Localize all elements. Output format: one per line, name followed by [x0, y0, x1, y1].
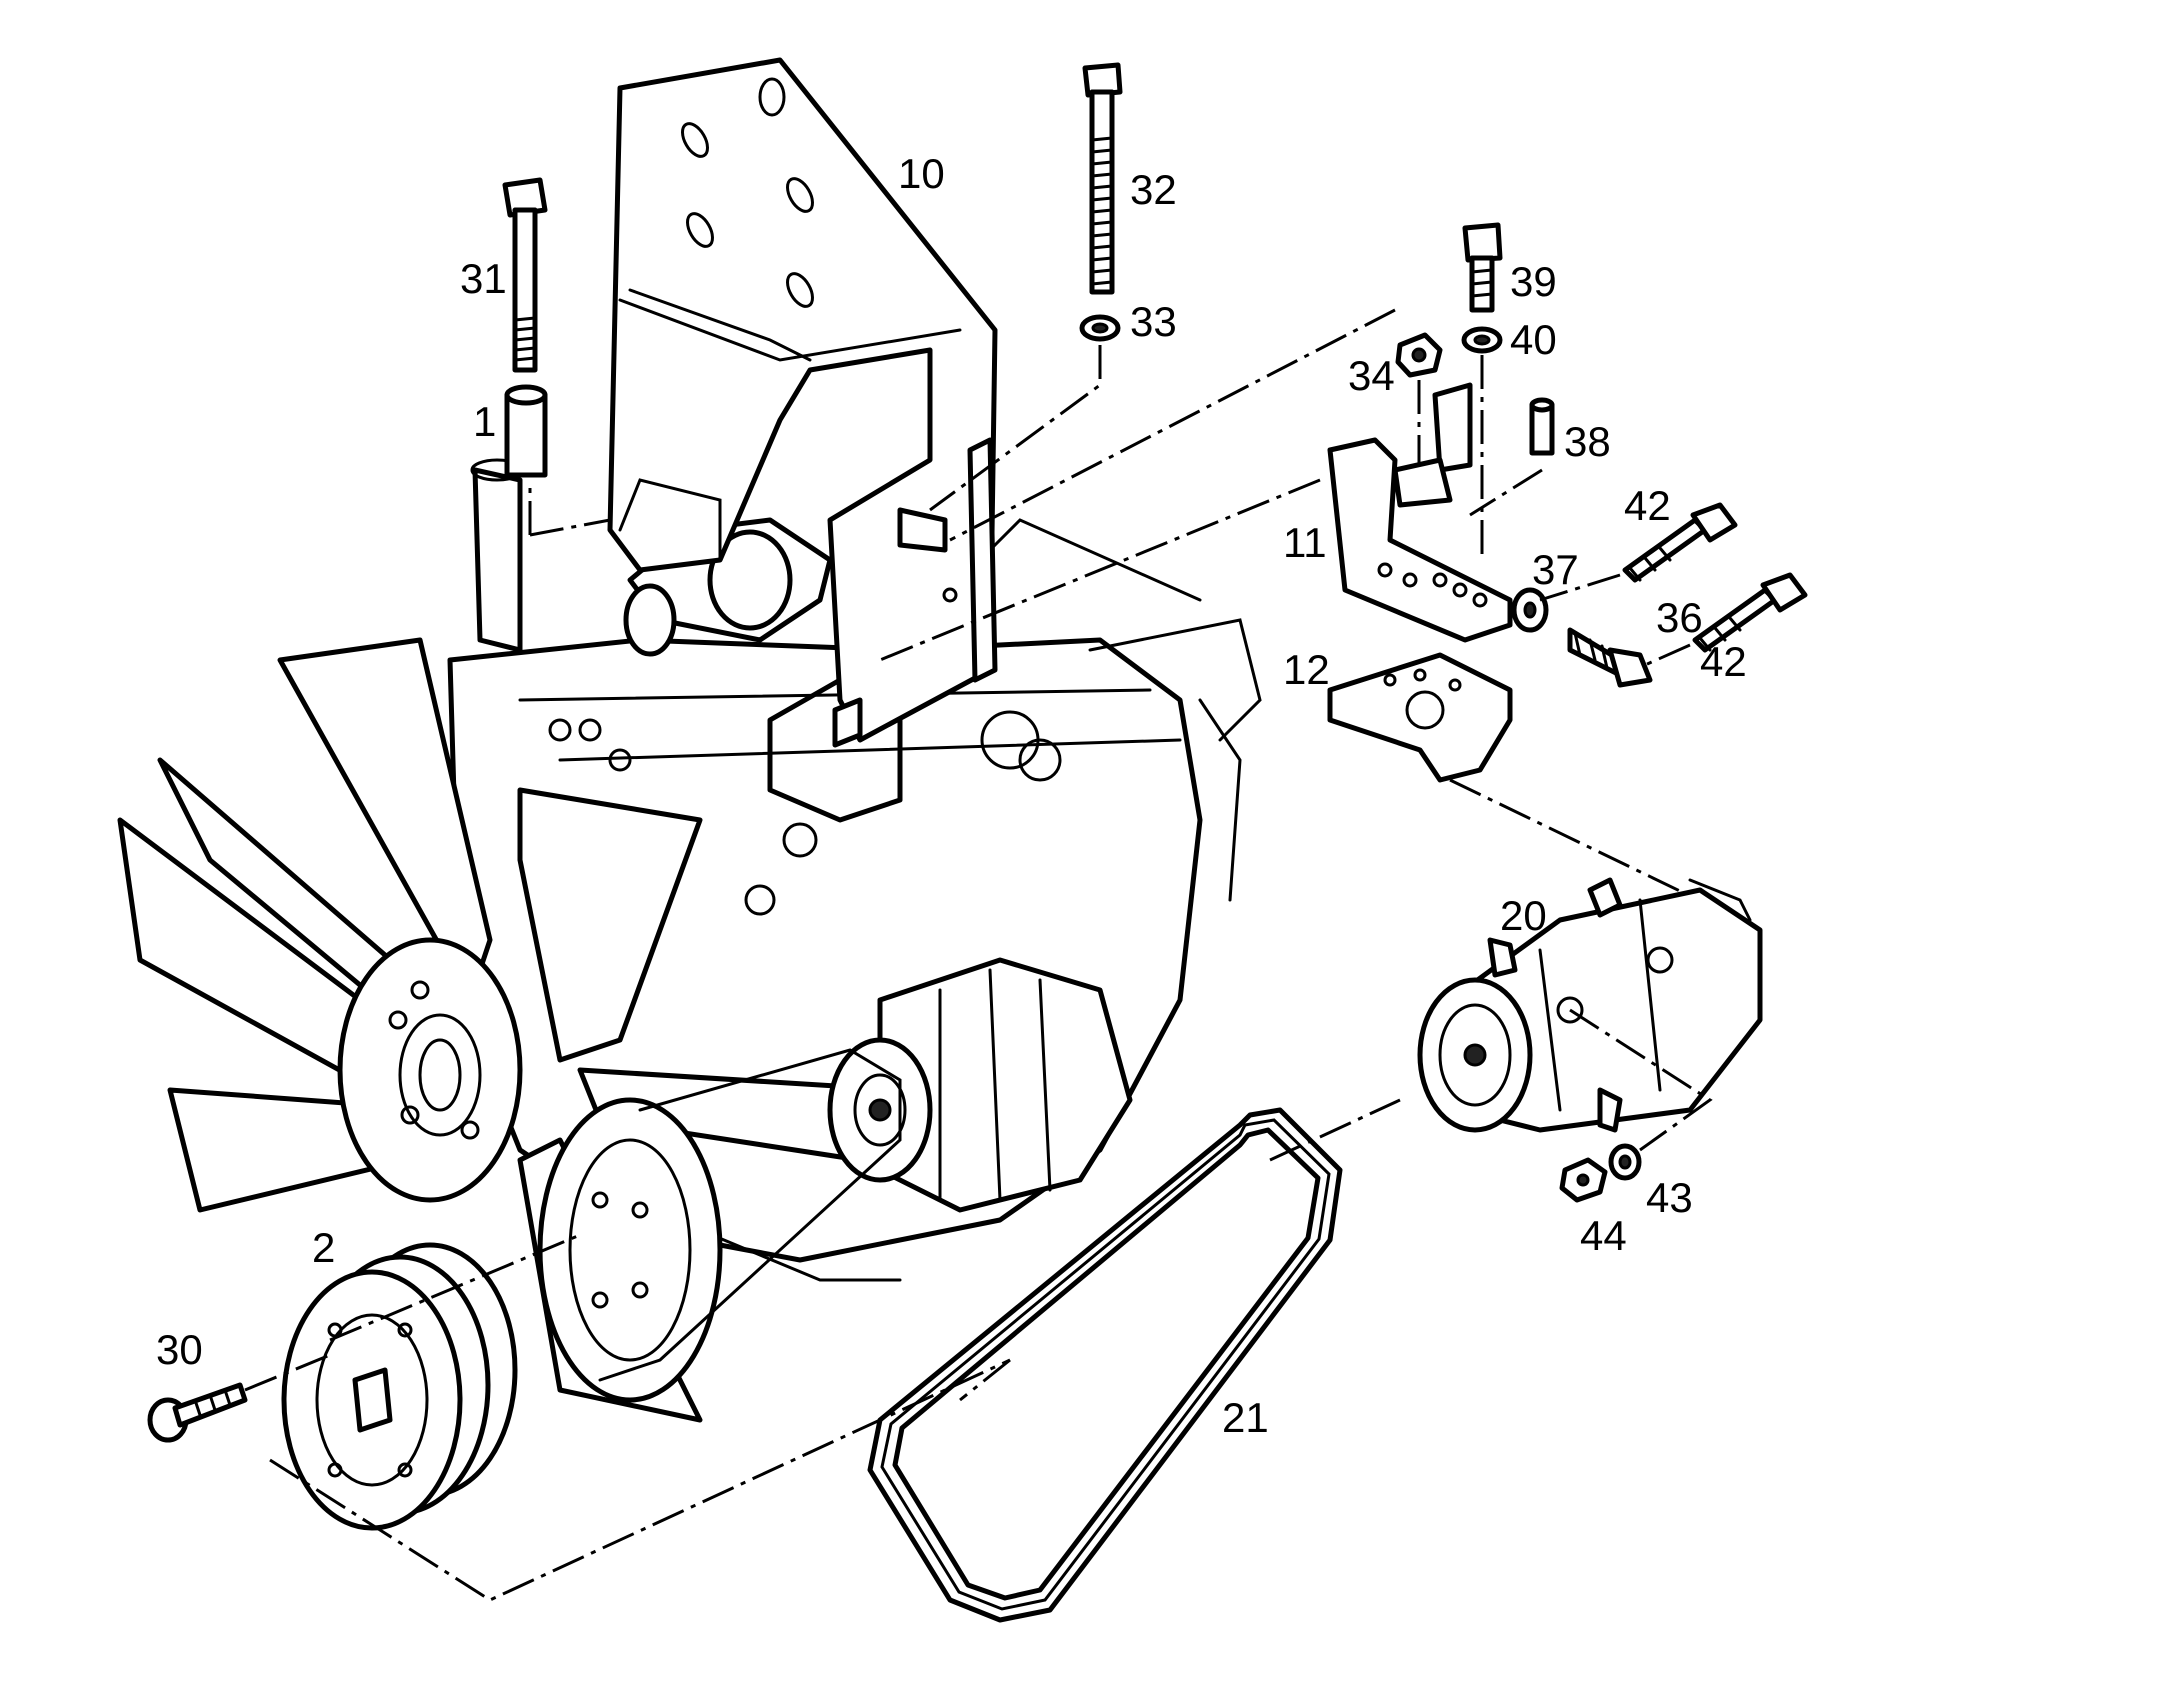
label-part-42-lower: 42 [1700, 638, 1747, 685]
spacer-1 [504, 384, 548, 478]
label-part-11: 11 [1283, 519, 1327, 566]
label-part-1: 1 [473, 398, 496, 445]
bracket-10 [607, 57, 998, 748]
bolt-42-upper [1622, 502, 1738, 583]
label-part-40: 40 [1510, 316, 1557, 363]
washer-33 [1079, 314, 1121, 342]
label-part-42-upper: 42 [1624, 482, 1671, 529]
label-part-20: 20 [1500, 892, 1547, 939]
label-part-44: 44 [1580, 1212, 1627, 1259]
label-part-36: 36 [1656, 594, 1703, 641]
label-part-34: 34 [1348, 352, 1395, 399]
leader-bolt-42-lower [1644, 643, 1691, 667]
label-part-12: 12 [1283, 646, 1330, 693]
bolt-42-lower [1692, 572, 1808, 653]
bolt-32 [1082, 62, 1123, 295]
leader-alignment-b [959, 1358, 1011, 1402]
label-part-21: 21 [1222, 1394, 1269, 1441]
leader-washer-33 [929, 345, 1102, 512]
leader-bracket-11 [879, 478, 1321, 662]
leader-bolt-42-upper [1539, 573, 1621, 602]
leader-pulley-2 [329, 1233, 581, 1342]
pin-38 [1529, 397, 1555, 456]
bolt-39 [1462, 222, 1503, 313]
leader-alignment [269, 1358, 1011, 1602]
label-part-31: 31 [460, 255, 507, 302]
cooling-fan [117, 637, 903, 1423]
leader-spacer-1 [528, 480, 611, 537]
label-part-32: 32 [1130, 166, 1177, 213]
leader-nut-34 [949, 308, 1396, 542]
bolt-31 [502, 177, 548, 373]
drive-belt-21 [867, 1107, 1343, 1623]
label-part-33: 33 [1130, 298, 1177, 345]
leader-bolt-30 [244, 1353, 331, 1392]
engine-belt [598, 1048, 902, 1382]
bracket-12 [1327, 652, 1513, 783]
nut-44 [1559, 1157, 1608, 1203]
coolant-housing [470, 458, 903, 823]
compressor-20 [1417, 877, 1763, 1133]
bolt-36 [1567, 627, 1653, 688]
bolt-30 [147, 1382, 248, 1443]
nut-34 [1395, 332, 1443, 378]
label-part-30: 30 [156, 1326, 203, 1373]
washer-37 [1511, 587, 1549, 633]
label-part-39: 39 [1510, 258, 1557, 305]
bracket-11 [1327, 382, 1513, 643]
crank-pulley-behind [537, 1097, 723, 1403]
label-part-43: 43 [1646, 1174, 1693, 1221]
alternator [827, 957, 1133, 1213]
label-part-37: 37 [1532, 546, 1579, 593]
washer-43 [1608, 1143, 1642, 1181]
part-labels: 1 2 10 11 12 20 21 30 31 32 33 34 36 37 … [156, 150, 1747, 1441]
label-part-10: 10 [898, 150, 945, 197]
washer-40 [1461, 326, 1503, 354]
label-part-38: 38 [1564, 418, 1611, 465]
leader-belt [1269, 1098, 1401, 1162]
leader-pin-38 [1469, 468, 1543, 517]
label-part-2: 2 [312, 1224, 335, 1271]
leader-compressor [1569, 1008, 1713, 1152]
pulley-2 [281, 1242, 518, 1531]
